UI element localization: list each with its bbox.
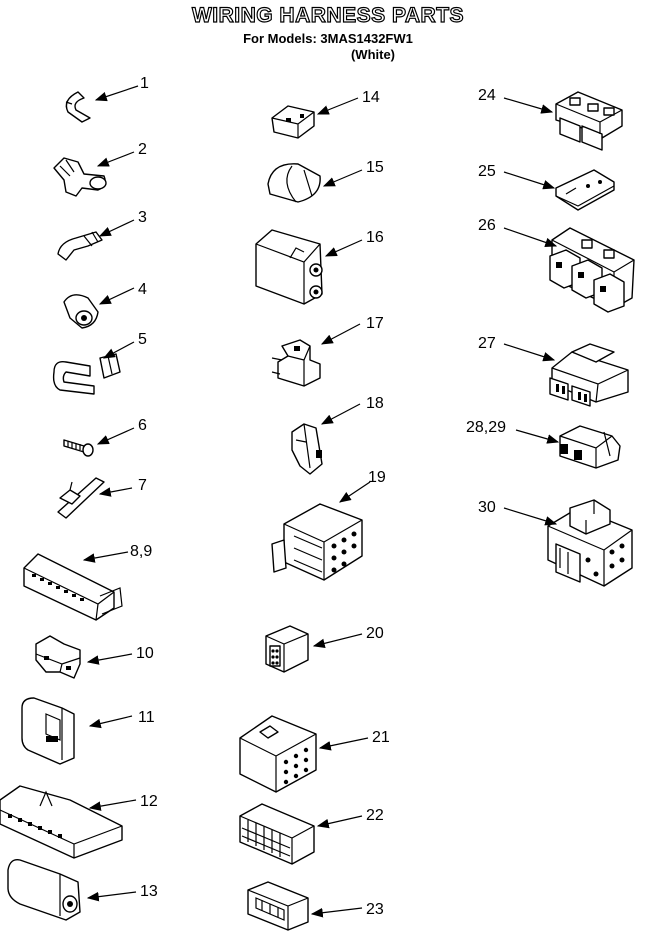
leader-10 <box>86 653 133 665</box>
part-26-triple-connector <box>549 227 635 313</box>
callout-13: 13 <box>140 883 158 900</box>
callout-19: 19 <box>368 469 386 486</box>
callout-25: 25 <box>478 163 496 180</box>
callout-20: 20 <box>366 625 384 642</box>
leader-15 <box>322 169 363 187</box>
callout-6: 6 <box>138 417 147 434</box>
callout-21: 21 <box>372 729 390 746</box>
leader-3 <box>98 219 135 237</box>
part-22-pin-housing <box>239 803 315 865</box>
callout-17: 17 <box>366 315 384 332</box>
part-17-terminal-block <box>271 339 321 387</box>
part-18-clip <box>291 423 323 475</box>
models-line: For Models: 3MAS1432FW1 <box>243 31 413 46</box>
leader-4 <box>98 287 135 305</box>
callout-2: 2 <box>138 141 147 158</box>
leader-2 <box>96 151 135 167</box>
part-28-29-terminal-connector <box>559 425 621 469</box>
leader-11 <box>88 715 133 729</box>
leader-25 <box>503 171 556 190</box>
callout-3: 3 <box>138 209 147 226</box>
part-21-connector-block <box>239 715 317 793</box>
part-23-edge-connector <box>247 881 309 931</box>
part-30-large-connector <box>547 499 633 587</box>
callout-22: 22 <box>366 807 384 824</box>
leader-6 <box>96 427 135 445</box>
callout-27: 27 <box>478 335 496 352</box>
callout-24: 24 <box>478 87 496 104</box>
leader-17 <box>320 323 361 345</box>
part-7-retainer-bar <box>57 477 105 519</box>
leader-22 <box>316 815 363 829</box>
leader-1 <box>94 85 139 102</box>
leader-21 <box>318 737 369 751</box>
leader-7 <box>98 487 133 497</box>
part-8-9-connector-housing <box>23 553 123 621</box>
color-line: (White) <box>350 47 396 62</box>
leader-18 <box>320 403 361 425</box>
leader-24 <box>503 97 554 114</box>
diagram-title: WIRING HARNESS PARTS <box>191 3 465 27</box>
part-10-connector <box>35 635 81 679</box>
part-4-grommet <box>63 294 99 329</box>
callout-15: 15 <box>366 159 384 176</box>
part-16-plug-housing <box>255 229 323 305</box>
callout-23: 23 <box>366 901 384 918</box>
part-19-multi-pin-connector <box>271 503 363 581</box>
part-2-cable-clamp <box>53 157 107 197</box>
callout-12: 12 <box>140 793 158 810</box>
part-24-dual-connector <box>555 91 623 151</box>
callout-7: 7 <box>138 477 147 494</box>
leader-12 <box>88 799 137 811</box>
leader-13 <box>86 891 137 902</box>
leader-26 <box>503 227 558 248</box>
callout-26: 26 <box>478 217 496 234</box>
callout-30: 30 <box>478 499 496 516</box>
part-5-strap-clamp <box>52 353 121 395</box>
part-27-dual-housing <box>549 343 629 407</box>
leader-23 <box>310 907 363 918</box>
callout-8-9: 8,9 <box>130 543 152 560</box>
callout-28-29: 28,29 <box>466 419 506 436</box>
part-6-screw <box>63 439 94 457</box>
part-1-wire-clip <box>65 91 91 123</box>
part-13-housing <box>7 859 81 921</box>
callout-4: 4 <box>138 281 147 298</box>
leader-28-29 <box>515 429 560 444</box>
leader-8-9 <box>82 551 129 563</box>
callout-10: 10 <box>136 645 154 662</box>
leader-16 <box>324 239 363 257</box>
callout-16: 16 <box>366 229 384 246</box>
leader-19 <box>339 481 371 503</box>
callout-5: 5 <box>138 331 147 348</box>
leader-30 <box>503 507 558 526</box>
leader-14 <box>316 97 359 115</box>
leader-27 <box>503 343 556 362</box>
part-12-connector-strip <box>0 785 123 859</box>
part-3-spring-clip <box>57 231 103 261</box>
callout-11: 11 <box>138 709 155 726</box>
part-11-plug <box>21 697 75 765</box>
part-20-connector <box>265 625 309 673</box>
part-25-mounting-plate <box>555 169 615 211</box>
callout-1: 1 <box>140 75 149 92</box>
leader-20 <box>312 633 363 649</box>
part-14-connector <box>271 105 315 139</box>
leader-5 <box>102 341 135 359</box>
callout-14: 14 <box>362 89 380 106</box>
part-15-sleeve <box>267 163 321 203</box>
callout-18: 18 <box>366 395 384 412</box>
